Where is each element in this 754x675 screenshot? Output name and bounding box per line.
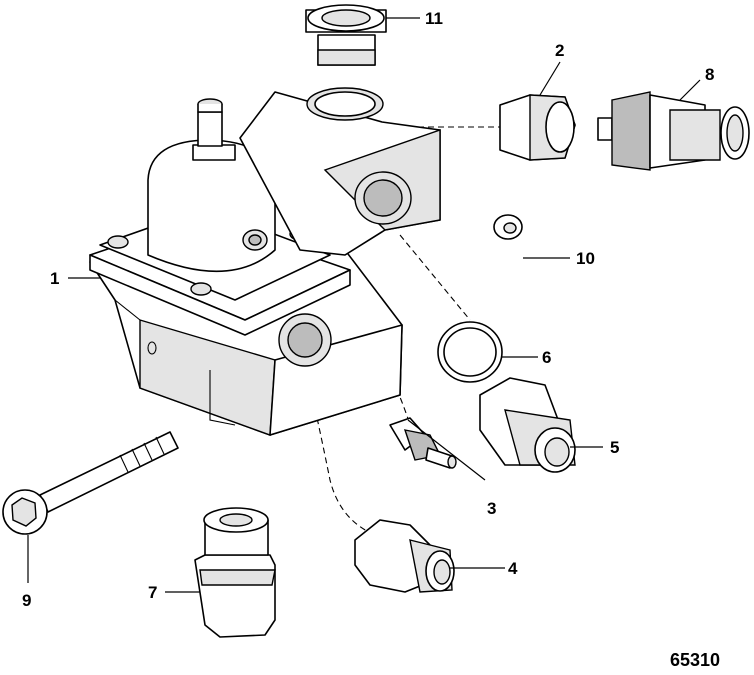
part-4-fitting bbox=[354, 519, 455, 593]
regulator-block bbox=[89, 87, 441, 436]
callout-3: 3 bbox=[487, 499, 496, 518]
part-5-fitting bbox=[479, 377, 576, 473]
callout-6: 6 bbox=[542, 348, 551, 367]
callout-2: 2 bbox=[555, 41, 564, 60]
callout-1: 1 bbox=[50, 269, 59, 288]
part-7-fitting bbox=[194, 507, 276, 638]
figure-number: 65310 bbox=[670, 650, 720, 670]
callout-10: 10 bbox=[576, 249, 595, 268]
callout-5: 5 bbox=[610, 438, 619, 457]
callout-7: 7 bbox=[148, 583, 157, 602]
callout-4: 4 bbox=[508, 559, 518, 578]
part-10-washer bbox=[493, 214, 523, 240]
part-8-sensor bbox=[597, 91, 750, 171]
leader-lines bbox=[27, 17, 701, 593]
callout-11: 11 bbox=[425, 9, 443, 28]
part-2-fitting bbox=[499, 94, 576, 161]
part-11-plug bbox=[305, 4, 387, 66]
part-9-bolt bbox=[2, 431, 179, 535]
callout-8: 8 bbox=[705, 65, 714, 84]
callout-labels: 1 2 3 4 5 6 7 8 9 10 11 bbox=[22, 9, 714, 610]
callout-9: 9 bbox=[22, 591, 31, 610]
part-6-oring bbox=[437, 321, 503, 383]
part-3-barb bbox=[389, 417, 457, 469]
